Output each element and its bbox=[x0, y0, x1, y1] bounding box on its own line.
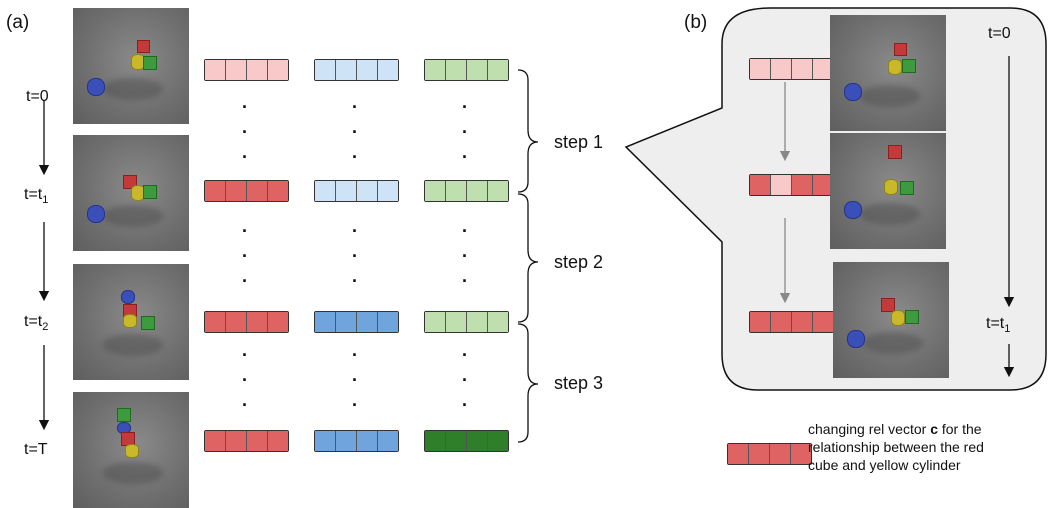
step-label-1: step 1 bbox=[554, 132, 604, 152]
rel-vector-green-t0 bbox=[424, 59, 509, 81]
b-scene-thumbnail-3 bbox=[833, 262, 949, 378]
b-rel-vector-1 bbox=[749, 58, 834, 80]
ellipsis-dots: ... bbox=[462, 92, 468, 162]
rel-vector-red-t2 bbox=[204, 311, 289, 333]
panel-a-label: (a) bbox=[6, 12, 30, 33]
rel-vector-green-t1 bbox=[424, 180, 509, 202]
rel-vector-blue-T bbox=[314, 430, 399, 452]
rel-vector-blue-t1 bbox=[314, 180, 399, 202]
ellipsis-dots: ... bbox=[352, 340, 358, 410]
scene-thumbnail-t1 bbox=[73, 135, 189, 251]
rel-vector-blue-t2 bbox=[314, 311, 399, 333]
rel-vector-blue-t0 bbox=[314, 59, 399, 81]
step-label-2: step 2 bbox=[554, 252, 604, 272]
b-rel-vector-3 bbox=[749, 311, 834, 333]
scene-thumbnail-t2 bbox=[73, 264, 189, 380]
ellipsis-dots: ... bbox=[462, 340, 468, 410]
ellipsis-dots: ... bbox=[462, 216, 468, 286]
legend-rel-vector bbox=[727, 443, 812, 465]
b-scene-thumbnail-2 bbox=[830, 133, 946, 249]
time-label-1: t=t1 bbox=[24, 186, 49, 207]
brace-step-2 bbox=[517, 193, 539, 323]
ellipsis-dots: ... bbox=[352, 92, 358, 162]
b-rel-vector-2 bbox=[749, 174, 834, 196]
ellipsis-dots: ... bbox=[242, 340, 248, 410]
brace-step-1 bbox=[517, 69, 539, 193]
time-label-3: t=T bbox=[24, 441, 48, 458]
rel-vector-green-t2 bbox=[424, 311, 509, 333]
panel-b-label: (b) bbox=[684, 12, 708, 33]
b-scene-thumbnail-1 bbox=[830, 15, 946, 131]
rel-vector-green-T bbox=[424, 430, 509, 452]
ellipsis-dots: ... bbox=[352, 216, 358, 286]
rel-vector-red-t0 bbox=[204, 59, 289, 81]
b-time-label-end: t=t1 bbox=[986, 315, 1011, 336]
b-time-label-start: t=0 bbox=[988, 25, 1011, 42]
legend-caption: changing rel vector c for the relationsh… bbox=[808, 421, 984, 473]
rel-vector-red-T bbox=[204, 430, 289, 452]
time-label-2: t=t2 bbox=[24, 313, 49, 334]
ellipsis-dots: ... bbox=[242, 92, 248, 162]
brace-step-3 bbox=[517, 323, 539, 443]
time-label-0: t=0 bbox=[26, 88, 49, 105]
scene-thumbnail-t0 bbox=[73, 8, 189, 124]
rel-vector-red-t1 bbox=[204, 180, 289, 202]
step-label-3: step 3 bbox=[554, 373, 604, 393]
ellipsis-dots: ... bbox=[242, 216, 248, 286]
scene-thumbnail-T bbox=[73, 392, 189, 508]
